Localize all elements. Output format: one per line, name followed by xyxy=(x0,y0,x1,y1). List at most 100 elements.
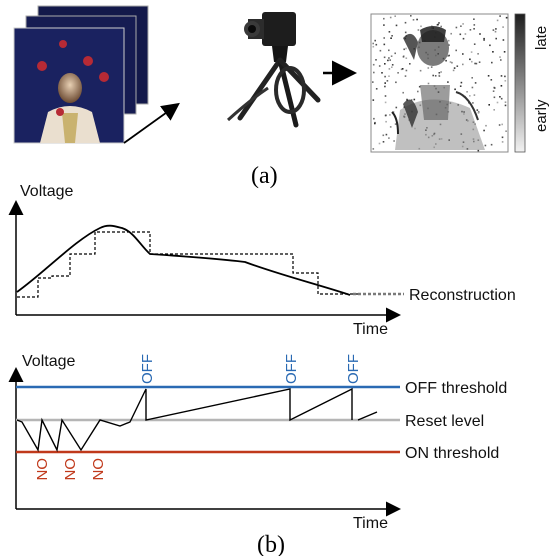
on-event-label-3: ON xyxy=(89,458,106,481)
video-frame-stack xyxy=(13,5,149,144)
event-dot xyxy=(418,85,421,88)
event-dot xyxy=(391,35,393,37)
event-dot xyxy=(440,71,442,73)
event-dot xyxy=(503,51,506,53)
event-dot xyxy=(499,56,501,58)
event-dot xyxy=(454,88,456,91)
event-dot xyxy=(390,55,393,57)
event-dot xyxy=(400,68,403,71)
event-dot xyxy=(438,72,441,74)
event-dot xyxy=(462,63,464,66)
event-dot xyxy=(499,96,501,98)
event-dot xyxy=(383,24,385,26)
event-dot xyxy=(383,56,386,59)
bottom-voltage-signal xyxy=(16,387,378,453)
event-dot xyxy=(473,18,475,20)
event-dot xyxy=(388,49,390,52)
event-dot xyxy=(382,134,385,137)
reconstruction-plot: Voltage Reconstruction Time xyxy=(8,183,516,338)
event-dot xyxy=(500,97,503,100)
event-dot xyxy=(469,58,471,61)
event-dot xyxy=(499,15,501,17)
event-dot xyxy=(460,25,462,27)
event-dot xyxy=(410,99,413,101)
event-dot xyxy=(372,81,374,83)
event-dot xyxy=(382,141,385,143)
event-dot xyxy=(389,16,392,19)
event-dot xyxy=(374,122,376,125)
event-dot xyxy=(375,88,378,90)
event-dot xyxy=(384,95,387,97)
event-dot xyxy=(389,126,392,128)
colorbar-early-label: early xyxy=(533,99,550,132)
event-dot xyxy=(473,24,476,26)
off-event-label-1: OFF xyxy=(139,354,156,384)
event-dot xyxy=(390,37,392,39)
event-dot xyxy=(397,72,399,74)
event-dot xyxy=(495,28,497,30)
event-dot xyxy=(405,57,408,59)
event-dot xyxy=(391,64,394,66)
event-dot xyxy=(372,148,375,150)
event-dot xyxy=(412,19,415,21)
bottom-plot-xlabel: Time xyxy=(353,515,388,532)
event-dot xyxy=(474,82,477,84)
event-dot xyxy=(452,69,455,72)
event-dot xyxy=(476,109,479,111)
event-dot xyxy=(504,75,506,78)
event-dot xyxy=(383,37,385,39)
event-dot xyxy=(410,15,412,17)
event-dot xyxy=(413,98,416,101)
event-dot xyxy=(469,95,471,97)
event-dot xyxy=(401,68,404,70)
on-threshold-label: ON threshold xyxy=(405,445,499,462)
event-dot xyxy=(445,59,447,62)
event-dot xyxy=(447,39,450,42)
panel-a-caption: (a) xyxy=(251,163,278,189)
event-timestamp-image xyxy=(370,13,509,153)
event-dot xyxy=(460,81,463,84)
event-dot xyxy=(402,56,405,58)
on-event-label-2: ON xyxy=(61,458,78,481)
event-dot xyxy=(393,140,395,142)
event-dot xyxy=(388,75,390,77)
event-dot xyxy=(389,59,391,61)
event-dot xyxy=(462,37,465,40)
event-dot xyxy=(504,80,507,82)
event-dot xyxy=(459,85,462,87)
event-dot xyxy=(477,112,480,114)
event-dot xyxy=(456,65,459,67)
event-generation-plot: Voltage OFF OFF OFF ON ON ON OFF thresho… xyxy=(8,353,507,532)
event-dot xyxy=(475,62,478,65)
event-dot xyxy=(473,94,476,96)
event-dot xyxy=(394,52,396,55)
event-dot xyxy=(384,75,386,78)
event-dot xyxy=(492,29,495,31)
event-dot xyxy=(383,43,386,46)
off-threshold-label: OFF threshold xyxy=(405,380,507,397)
event-dot xyxy=(386,80,389,82)
off-event-label-3: OFF xyxy=(345,354,362,384)
event-dot xyxy=(388,57,390,59)
top-plot-ylabel: Voltage xyxy=(20,183,73,200)
event-dot xyxy=(434,75,437,77)
event-dot xyxy=(489,44,491,47)
event-dot xyxy=(479,33,481,35)
event-dot xyxy=(466,91,468,93)
stack-diagonal-arrow xyxy=(123,102,180,144)
event-dot xyxy=(496,101,499,104)
colorbar: late early xyxy=(514,13,550,153)
event-dot xyxy=(501,136,504,139)
colorbar-late-label: late xyxy=(533,26,550,50)
event-dot xyxy=(483,129,485,132)
event-dot xyxy=(485,124,487,127)
event-dot xyxy=(447,81,449,83)
event-dot xyxy=(404,75,407,77)
event-dot xyxy=(427,67,430,69)
event-dot xyxy=(471,77,473,79)
event-dot xyxy=(502,26,504,28)
event-dot xyxy=(471,60,473,63)
event-dot xyxy=(495,37,497,40)
event-dot xyxy=(492,90,495,92)
event-dot xyxy=(462,23,464,25)
